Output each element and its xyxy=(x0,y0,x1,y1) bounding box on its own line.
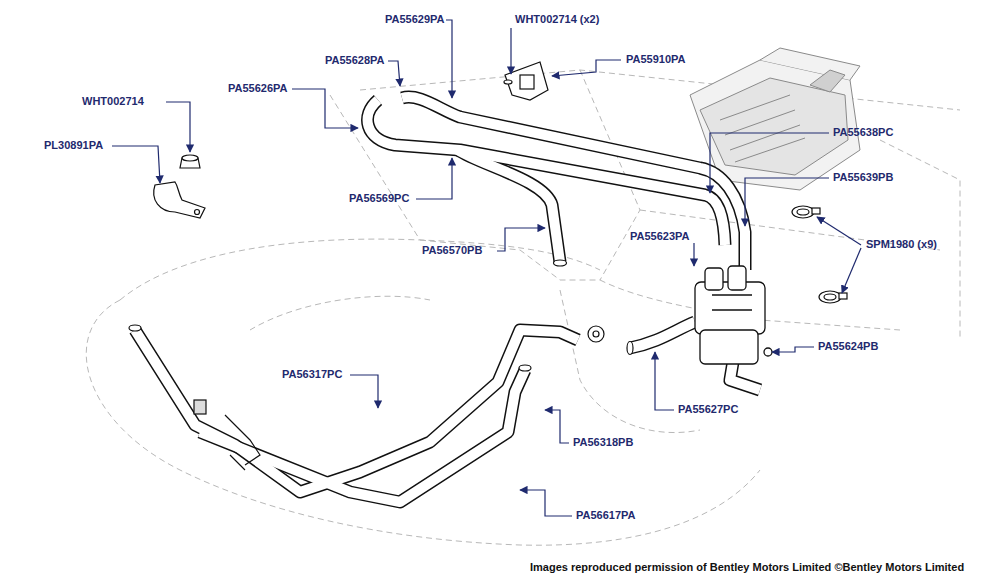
leader-line xyxy=(655,352,674,410)
leader-line xyxy=(388,61,400,86)
leader-line xyxy=(112,20,861,516)
leader-line xyxy=(693,243,694,266)
fixings xyxy=(824,294,836,300)
body-outline xyxy=(86,300,760,545)
hose-fill xyxy=(135,97,760,502)
intake-manifold xyxy=(700,78,848,175)
hose-ends xyxy=(129,260,633,470)
leader-line xyxy=(545,410,569,443)
hose-outline xyxy=(402,97,745,270)
part-number: PA55638PC xyxy=(833,126,893,139)
hose-ends xyxy=(588,326,604,342)
body-outline xyxy=(120,239,600,300)
part-number: WHT002714 (x2) xyxy=(515,13,599,26)
leader-line xyxy=(510,28,511,74)
leader-line xyxy=(112,146,160,183)
fixings xyxy=(195,210,200,215)
body-outline xyxy=(420,240,600,280)
body-outline xyxy=(250,296,430,330)
heater-valve xyxy=(712,295,752,310)
part-number: PA55910PA xyxy=(626,53,686,66)
fixings xyxy=(504,80,512,84)
leader-line xyxy=(166,102,190,152)
part-number: PA56617PA xyxy=(576,509,636,522)
hose-ends xyxy=(554,260,567,266)
copyright-note: Images reproduced permission of Bentley … xyxy=(530,561,964,574)
hose-outline xyxy=(630,322,695,348)
heater-valve xyxy=(700,330,758,364)
part-number: PA56317PC xyxy=(282,368,342,381)
hose-fill xyxy=(402,97,745,270)
leader-line xyxy=(520,490,572,516)
leader-line xyxy=(446,20,452,98)
part-number: PL30891PA xyxy=(44,139,103,152)
leader-line xyxy=(772,347,814,352)
hose-ends xyxy=(129,325,141,331)
hose-ends xyxy=(519,365,531,371)
fixings xyxy=(154,182,205,218)
part-number: PA55629PA xyxy=(385,13,445,26)
fixings xyxy=(792,206,814,218)
heater-valve xyxy=(728,266,746,290)
part-number: PA55628PA xyxy=(325,54,385,67)
part-number: WHT002714 xyxy=(82,95,144,108)
leader-line xyxy=(350,375,378,408)
heater-valve xyxy=(705,268,723,290)
leader-line xyxy=(552,60,621,76)
part-number: SPM1980 (x9) xyxy=(866,238,937,251)
part-number: PA55627PC xyxy=(678,403,738,416)
heater-valve xyxy=(695,266,772,364)
part-number: PA55623PA xyxy=(630,230,690,243)
part-number: PA55624PB xyxy=(818,340,878,353)
body-outline xyxy=(330,95,420,240)
hose-outline xyxy=(135,97,760,502)
hose-ends xyxy=(225,415,260,470)
heater-valve xyxy=(764,348,772,356)
part-number: PA56569PC xyxy=(349,192,409,205)
leader-line xyxy=(745,178,829,226)
hose-fill xyxy=(368,100,725,245)
fixings xyxy=(812,208,820,214)
part-number: PA56570PB xyxy=(422,244,482,257)
leader-line xyxy=(817,217,861,245)
fixings xyxy=(154,62,847,303)
part-number: PA55639PB xyxy=(833,171,893,184)
part-number: PA56318PB xyxy=(573,436,633,449)
fixings xyxy=(797,209,809,215)
body-outline xyxy=(360,70,960,110)
leader-line xyxy=(292,89,358,128)
intake-manifold xyxy=(720,95,805,162)
hose-outline xyxy=(200,370,525,502)
leader-line xyxy=(497,228,545,251)
hose-ends xyxy=(627,342,633,355)
hose-fill xyxy=(630,322,695,348)
intake-manifold xyxy=(810,70,845,92)
leader-line xyxy=(710,133,829,193)
fixings xyxy=(182,155,198,161)
leader-line xyxy=(416,158,452,199)
hose-outline xyxy=(368,100,725,245)
body-outline xyxy=(86,70,960,545)
fixings xyxy=(819,291,841,303)
leader-line xyxy=(842,248,861,293)
hose-ends xyxy=(194,400,206,414)
hose-ends xyxy=(593,331,599,337)
hose-fill xyxy=(200,370,525,502)
fixings xyxy=(839,293,847,299)
fixings xyxy=(520,75,534,89)
part-number: PA55626PA xyxy=(228,82,288,95)
